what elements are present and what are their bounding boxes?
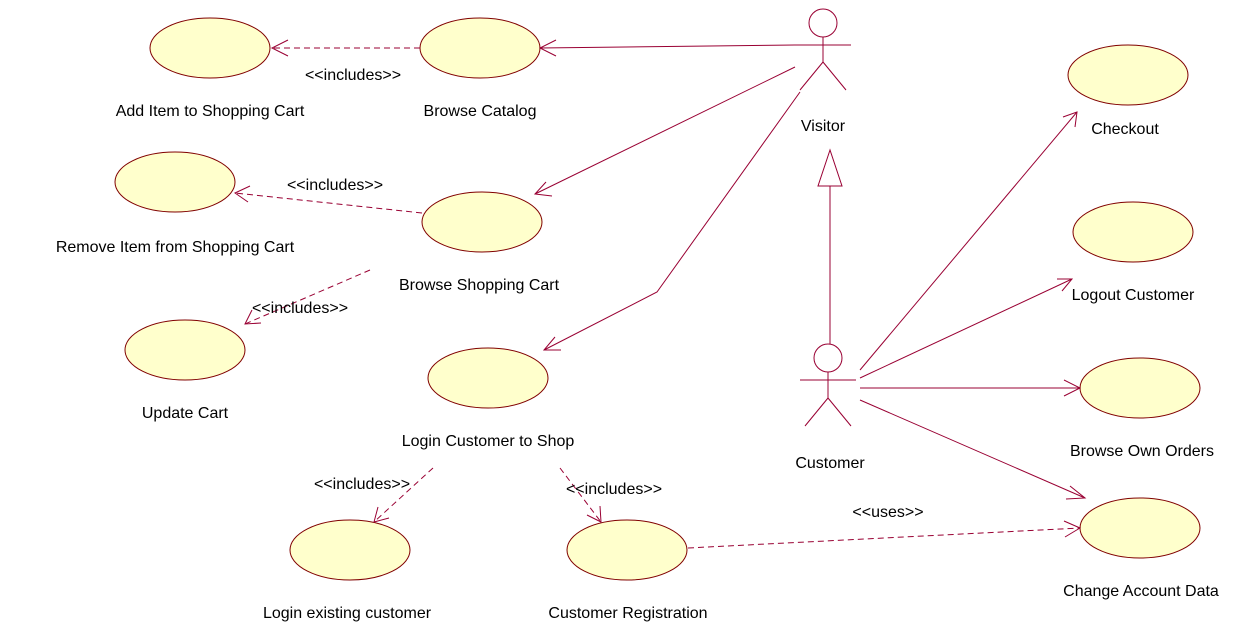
- dependency-cart-remove-item: [233, 185, 423, 214]
- stereotype-includes-label: <<includes>>: [287, 177, 383, 194]
- use-case-logout-ellipse[interactable]: [1072, 201, 1194, 263]
- use-case-browse-orders-label: Browse Own Orders: [1070, 443, 1214, 460]
- association-visitor-browse-cart: [533, 66, 796, 197]
- generalization-connector: [817, 148, 843, 344]
- dependency-registration-change-account: [687, 520, 1082, 549]
- use-case-login-existing-ellipse[interactable]: [289, 519, 411, 581]
- dependency-login-existing: [373, 467, 434, 523]
- use-case-checkout-label: Checkout: [1091, 121, 1159, 138]
- use-case-browse-orders-ellipse[interactable]: [1079, 357, 1201, 419]
- use-case-update-cart-label: Update Cart: [142, 405, 229, 422]
- use-case-browse-catalog-ellipse[interactable]: [419, 17, 541, 79]
- use-case-remove-item-label: Remove Item from Shopping Cart: [56, 239, 295, 256]
- use-case-login-existing-label: Login existing customer: [263, 605, 432, 622]
- stereotype-uses-label: <<uses>>: [852, 504, 923, 521]
- use-case-browse-cart-ellipse[interactable]: [421, 191, 543, 253]
- stereotype-includes-label: <<includes>>: [305, 67, 401, 84]
- dependency-login-registration: [559, 467, 602, 523]
- use-case-browse-catalog-label: Browse Catalog: [424, 103, 537, 120]
- stereotype-includes-label: <<includes>>: [314, 476, 410, 493]
- actor-customer-label: Customer: [795, 455, 865, 472]
- use-case-registration-ellipse[interactable]: [566, 519, 688, 581]
- association-customer-checkout: [859, 111, 1078, 371]
- use-case-add-item-label: Add Item to Shopping Cart: [116, 103, 305, 120]
- actor-visitor-icon[interactable]: [795, 8, 851, 91]
- dependency-cart-update: [244, 269, 371, 325]
- actor-visitor-label: Visitor: [801, 118, 846, 135]
- use-case-browse-cart-label: Browse Shopping Cart: [399, 277, 560, 294]
- association-visitor-browse-catalog: [538, 39, 796, 57]
- use-case-change-account-label: Change Account Data: [1063, 583, 1219, 600]
- association-visitor-login-customer: [542, 91, 801, 351]
- association-customer-browse-orders: [860, 379, 1082, 397]
- use-case-logout-label: Logout Customer: [1072, 287, 1195, 304]
- dependency-catalog-add-item: [270, 39, 420, 57]
- use-case-change-account-ellipse[interactable]: [1079, 497, 1201, 559]
- use-case-remove-item-ellipse[interactable]: [114, 151, 236, 213]
- use-case-login-customer-label: Login Customer to Shop: [402, 433, 575, 450]
- stereotype-includes-label: <<includes>>: [252, 300, 348, 317]
- actor-customer-icon[interactable]: [800, 343, 856, 427]
- stereotype-includes-label: <<includes>>: [566, 481, 662, 498]
- association-customer-logout: [859, 278, 1074, 379]
- association-customer-change-account: [859, 399, 1087, 500]
- use-case-registration-label: Customer Registration: [548, 605, 707, 622]
- use-case-update-cart-ellipse[interactable]: [124, 319, 246, 381]
- use-case-checkout-ellipse[interactable]: [1067, 44, 1189, 106]
- use-case-login-customer-ellipse[interactable]: [427, 347, 549, 409]
- use-case-add-item-ellipse[interactable]: [149, 17, 271, 79]
